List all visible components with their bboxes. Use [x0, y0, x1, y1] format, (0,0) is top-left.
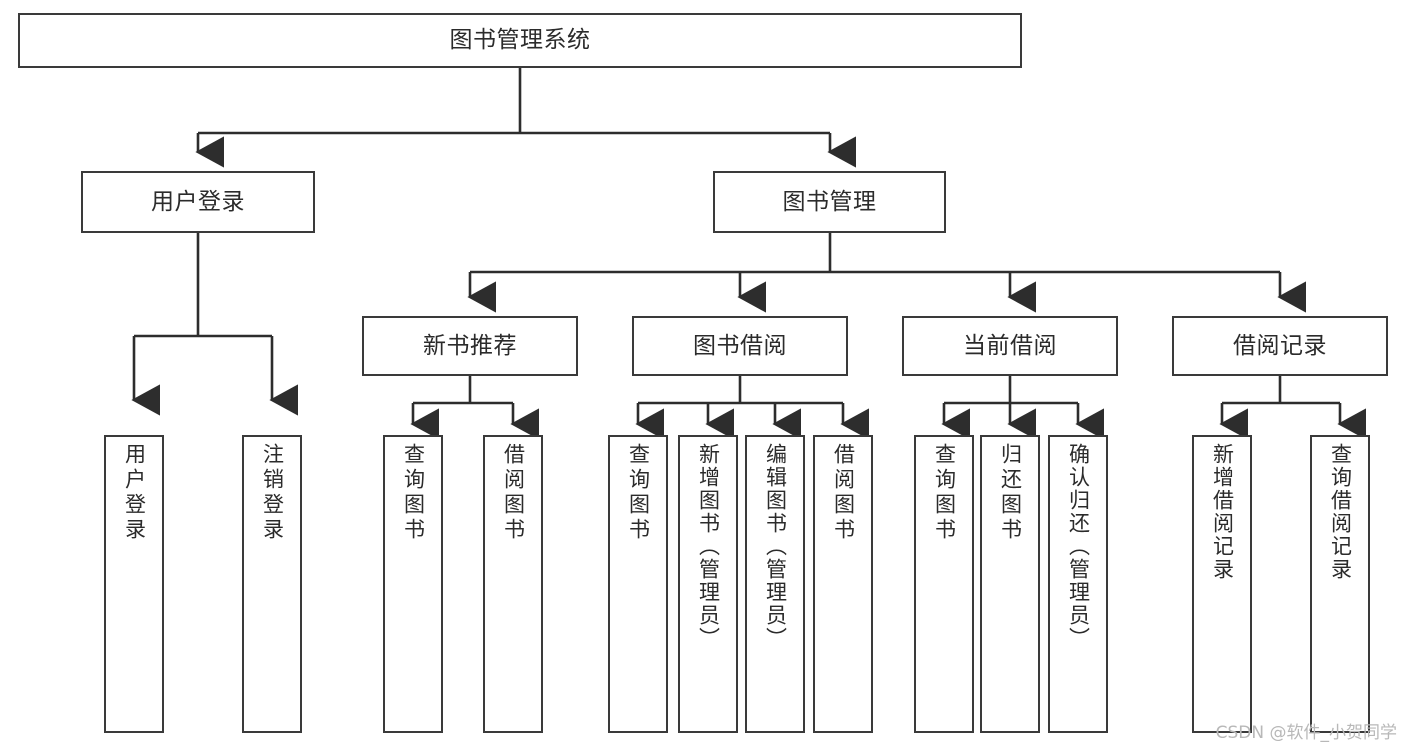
node-label: 用户登录: [122, 443, 147, 543]
leaf-add-book-admin[interactable]: 新增图书（管理员）: [678, 435, 738, 733]
node-label: 查询图书: [401, 443, 426, 543]
node-label: 新增借阅记录: [1210, 443, 1235, 581]
node-label: 图书管理系统: [449, 27, 591, 54]
node-book-borrow[interactable]: 图书借阅: [632, 316, 848, 376]
node-root-system[interactable]: 图书管理系统: [18, 13, 1022, 68]
leaf-query-book-borrow[interactable]: 查询图书: [608, 435, 668, 733]
node-label: 确认归还（管理员）: [1066, 443, 1091, 650]
node-label: 注销登录: [260, 443, 285, 543]
node-label: 图书借阅: [693, 332, 787, 359]
node-label: 借阅图书: [831, 443, 856, 543]
leaf-return-book[interactable]: 归还图书: [980, 435, 1040, 733]
leaf-borrow-book-borrow[interactable]: 借阅图书: [813, 435, 873, 733]
node-label: 编辑图书（管理员）: [763, 443, 788, 650]
leaf-query-borrow-record[interactable]: 查询借阅记录: [1310, 435, 1370, 733]
node-user-login[interactable]: 用户登录: [81, 171, 315, 233]
leaf-add-borrow-record[interactable]: 新增借阅记录: [1192, 435, 1252, 733]
node-label: 查询图书: [626, 443, 651, 543]
node-label: 借阅图书: [501, 443, 526, 543]
leaf-edit-book-admin[interactable]: 编辑图书（管理员）: [745, 435, 805, 733]
node-label: 用户登录: [151, 188, 245, 215]
node-label: 图书管理: [782, 188, 877, 215]
node-borrow-record[interactable]: 借阅记录: [1172, 316, 1388, 376]
node-label: 新增图书（管理员）: [696, 443, 721, 650]
node-current-borrow[interactable]: 当前借阅: [902, 316, 1118, 376]
csdn-watermark: CSDN @软件_小贺同学: [1215, 723, 1397, 743]
node-label: 当前借阅: [963, 332, 1057, 359]
leaf-query-book-current[interactable]: 查询图书: [914, 435, 974, 733]
node-label: 查询图书: [932, 443, 957, 543]
leaf-user-logout[interactable]: 注销登录: [242, 435, 302, 733]
node-label: 查询借阅记录: [1328, 443, 1353, 581]
leaf-borrow-book-new-rec[interactable]: 借阅图书: [483, 435, 543, 733]
node-new-book-rec[interactable]: 新书推荐: [362, 316, 578, 376]
node-label: 借阅记录: [1233, 332, 1327, 359]
leaf-user-login[interactable]: 用户登录: [104, 435, 164, 733]
node-book-manage[interactable]: 图书管理: [713, 171, 946, 233]
leaf-confirm-return-admin[interactable]: 确认归还（管理员）: [1048, 435, 1108, 733]
node-label: 新书推荐: [423, 332, 517, 359]
node-label: 归还图书: [998, 443, 1023, 543]
leaf-query-book-new-rec[interactable]: 查询图书: [383, 435, 443, 733]
